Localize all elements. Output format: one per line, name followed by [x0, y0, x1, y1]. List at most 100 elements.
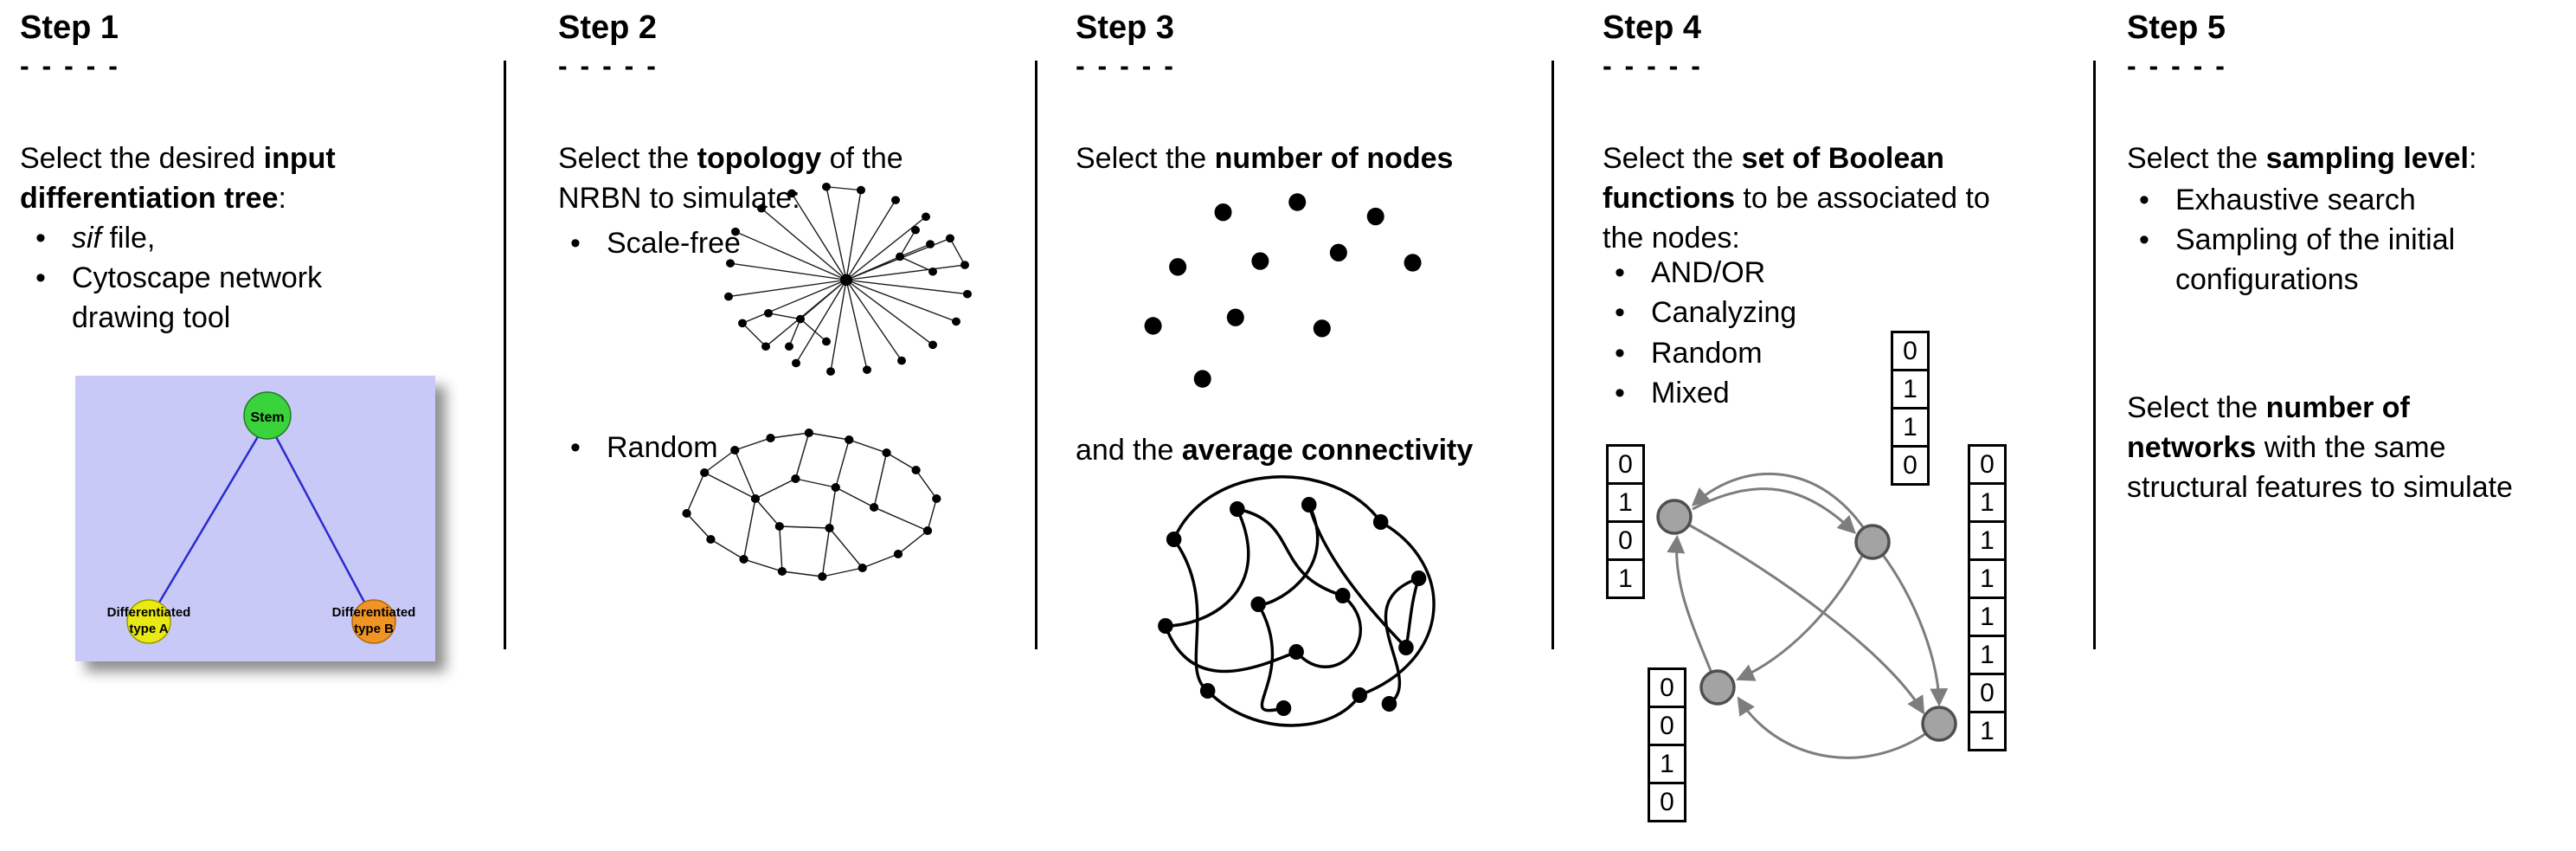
- bullet-marker: •: [35, 222, 46, 255]
- edge-a-to-d: [1673, 515, 1925, 715]
- step5-intro-bold: sampling level: [2265, 142, 2469, 175]
- column-divider-4: [2093, 61, 2096, 649]
- boolean-table-cell: 1: [1968, 711, 2007, 751]
- step5-bullet-exhaustive: • Exhaustive search: [2134, 180, 2549, 220]
- step4-title: Step 4: [1603, 10, 1702, 46]
- boolean-table-cell: 1: [1648, 744, 1686, 784]
- boolean-table-cell: 0: [1968, 444, 2007, 485]
- sampling-configurations-label: Sampling of the initial configurations: [2175, 223, 2456, 297]
- connectivity-network-figure: [1127, 474, 1474, 734]
- step3-line2-pre: and the: [1076, 434, 1182, 467]
- edge-b-to-d: [1871, 541, 1949, 707]
- step2-bullet-scale-free: • Scale-free: [565, 223, 928, 263]
- random-nodes: [682, 429, 941, 581]
- tree-edge-stem-to-b: [266, 420, 376, 621]
- tree-edge-stem-to-a: [147, 420, 269, 621]
- step1-bullet-sif-label: sif file,: [72, 218, 155, 258]
- step4-intro-pre: Select the: [1603, 142, 1742, 175]
- differentiated-type-b-node: [351, 599, 396, 644]
- boolean-table-cell: 0: [1891, 331, 1930, 371]
- boolean-table-cell: 1: [1968, 635, 2007, 675]
- random-label: Random: [607, 431, 718, 464]
- differentiation-tree-figure: Stem Differentiated type A Differentiate…: [75, 376, 435, 661]
- step3-line1-bold: number of nodes: [1214, 142, 1454, 175]
- connectivity-edges: [1164, 475, 1436, 727]
- column-divider-1: [504, 61, 506, 649]
- boolean-table-cell: 1: [1968, 482, 2007, 523]
- step4-intro-bold: set of Boolean functions: [1603, 142, 1944, 216]
- step2-intro-post: of the NRBN to simulate:: [558, 142, 903, 216]
- boolean-table-top: 0 1 1 0: [1891, 331, 1930, 486]
- step2-separator: - - - - -: [558, 50, 658, 81]
- step5-intro-post: :: [2468, 142, 2477, 175]
- edge-c-to-a: [1667, 534, 1719, 688]
- boolean-table-cell: 0: [1891, 445, 1930, 486]
- step2-panel: Step 2 - - - - - Select the topology of …: [558, 0, 1038, 851]
- boolean-table-cell: 1: [1968, 558, 2007, 599]
- step4-bullet-andor: • AND/OR: [1609, 253, 1956, 293]
- mixed-label: Mixed: [1651, 377, 1730, 409]
- connectivity-nodes: [1158, 497, 1427, 716]
- scale-free-label: Scale-free: [607, 227, 741, 260]
- step3-line2: and the average connectivity: [1076, 430, 1556, 470]
- bullet-marker: •: [1615, 377, 1625, 409]
- sif-rest: file,: [101, 222, 156, 255]
- step5-title: Step 5: [2127, 10, 2226, 46]
- bullet-marker: •: [1615, 337, 1625, 370]
- step5-networks-bold: number of networks: [2127, 391, 2410, 465]
- edge-b-to-c: [1736, 555, 1864, 681]
- boolean-table-cell: 1: [1606, 558, 1645, 599]
- scatter-dots: [1144, 193, 1422, 388]
- step1-intro-pre: Select the desired: [20, 142, 264, 175]
- bullet-marker: •: [570, 431, 581, 464]
- step4-bullet-mixed: • Mixed: [1609, 373, 1956, 413]
- step1-bullet-cytoscape-label: Cytoscape network drawing tool: [72, 261, 323, 335]
- step5-separator: - - - - -: [2127, 50, 2227, 81]
- column-divider-3: [1551, 61, 1554, 649]
- scale-free-edges: [728, 186, 968, 372]
- boolean-table-cell: 0: [1648, 706, 1686, 746]
- boolean-table-cell: 0: [1648, 667, 1686, 708]
- nodes-scatter-figure: [1128, 187, 1474, 397]
- scale-free-network-figure: [710, 182, 986, 394]
- step3-separator: - - - - -: [1076, 50, 1176, 81]
- bullet-marker: •: [2139, 223, 2149, 256]
- differentiated-type-a-node: [126, 599, 171, 644]
- step1-separator: - - - - -: [20, 50, 120, 81]
- step1-intro: Select the desired input differentiation…: [20, 139, 427, 218]
- step2-title: Step 2: [558, 10, 658, 46]
- andor-label: AND/OR: [1651, 256, 1766, 289]
- random-functions-label: Random: [1651, 337, 1763, 370]
- boolean-node-a: [1656, 499, 1693, 535]
- edge-a-to-b: [1692, 487, 1857, 534]
- step4-intro: Select the set of Boolean functions to b…: [1603, 139, 2018, 259]
- step1-title: Step 1: [20, 10, 119, 46]
- scale-free-nodes: [724, 182, 972, 376]
- exhaustive-search-label: Exhaustive search: [2175, 184, 2416, 216]
- step1-intro-bold: input differentiation tree: [20, 142, 336, 216]
- step5-networks-post: with the same structural features to sim…: [2127, 431, 2513, 505]
- step5-networks-pre: Select the: [2127, 391, 2266, 424]
- canalyzing-label: Canalyzing: [1651, 296, 1797, 329]
- edge-b-to-a: [1691, 472, 1874, 543]
- sif-italic: sif: [72, 222, 101, 255]
- edge-d-to-c: [1737, 696, 1940, 759]
- stem-node-label: Stem: [250, 410, 284, 425]
- step1-intro-post: :: [278, 182, 286, 216]
- stem-node: [243, 391, 292, 440]
- random-edges: [685, 432, 938, 577]
- boolean-table-left: 0 1 0 1: [1606, 444, 1645, 599]
- type-a-label-line2: type A: [129, 622, 168, 636]
- bullet-marker: •: [1615, 296, 1625, 329]
- boolean-table-cell: 1: [1891, 407, 1930, 448]
- step1-bullet-cytoscape: • Cytoscape network drawing tool: [30, 258, 402, 338]
- boolean-table-cell: 0: [1648, 782, 1686, 822]
- boolean-table-cell: 1: [1891, 369, 1930, 409]
- bullet-marker: •: [1615, 256, 1625, 289]
- bullet-marker: •: [570, 227, 581, 260]
- boolean-table-right: 0 1 1 1 1 1 0 1: [1968, 444, 2007, 751]
- step2-intro-pre: Select the: [558, 142, 697, 175]
- step2-bullet-random: • Random: [565, 428, 928, 467]
- step5-intro: Select the sampling level:: [2127, 139, 2576, 178]
